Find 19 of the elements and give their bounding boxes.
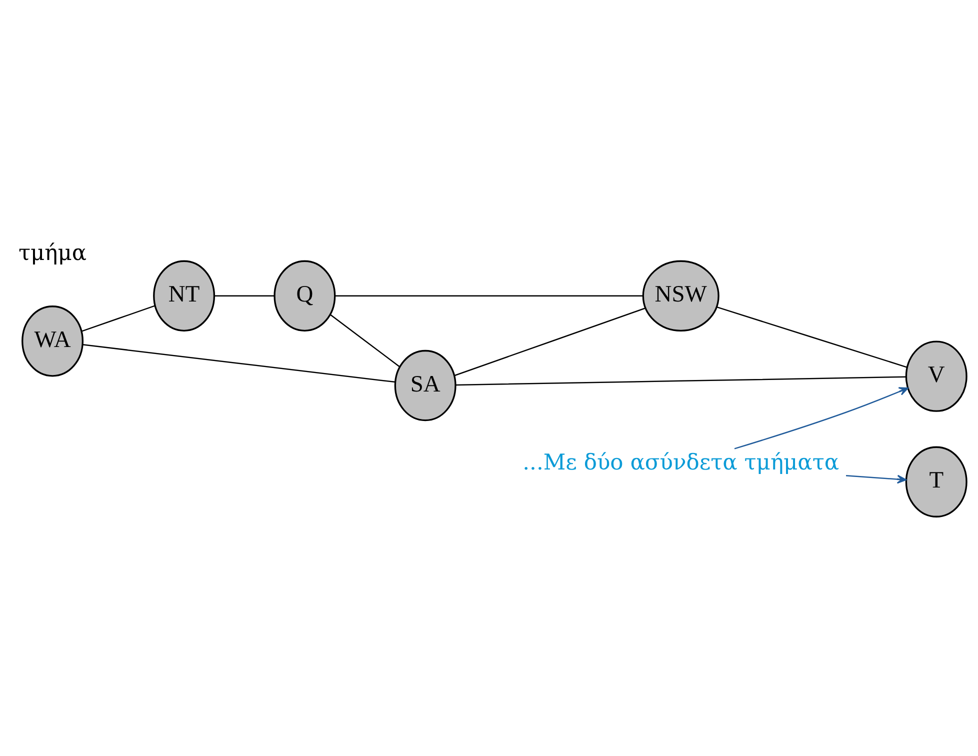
node-ellipse: NT — [153, 260, 216, 332]
label: τμήμα — [18, 241, 87, 266]
connector — [716, 306, 908, 368]
connector — [82, 344, 396, 383]
node-text: ...Με δύο ασύνδετα τμήματα — [522, 450, 840, 476]
connector — [81, 305, 156, 332]
node-ellipse: SA — [394, 350, 456, 422]
connector — [456, 376, 906, 386]
connector — [334, 295, 644, 297]
node-circle: NSW — [642, 260, 720, 332]
node-ellipse: Q — [274, 260, 336, 332]
arrow — [734, 387, 908, 450]
connector — [330, 314, 400, 368]
arrow — [846, 474, 907, 484]
node-ellipse: WA — [22, 306, 84, 377]
node-ellipse: V — [905, 340, 968, 412]
connector — [454, 307, 646, 376]
connector — [214, 295, 274, 297]
node-ellipse: T — [905, 446, 968, 518]
